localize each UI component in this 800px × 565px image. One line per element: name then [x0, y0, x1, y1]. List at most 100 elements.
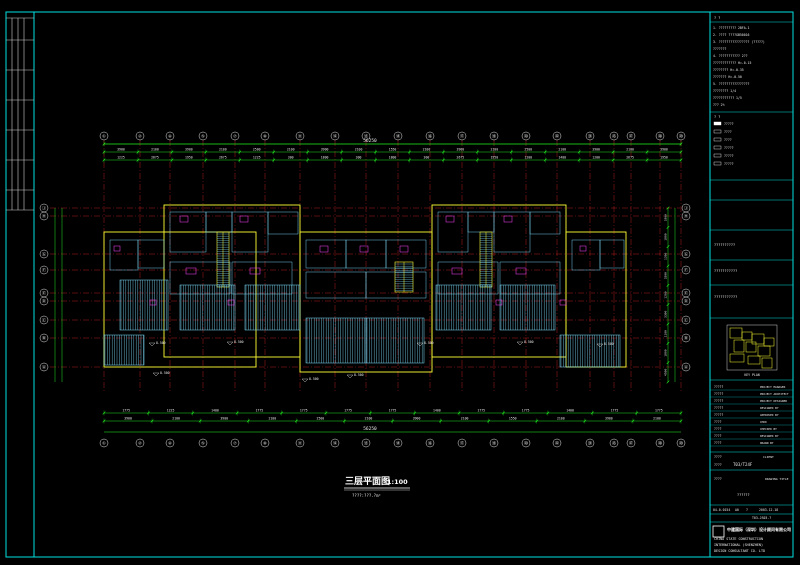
balcony-outline [103, 334, 145, 366]
axis-bubble-circle [135, 131, 145, 141]
firm-logo [712, 525, 725, 538]
axis-label-row: Ⓓ [42, 298, 47, 305]
dimension-value: 1550 [509, 417, 517, 421]
balcony-outline [365, 317, 425, 364]
axis-bubble-circle [521, 438, 531, 448]
fixture [179, 215, 189, 223]
legend-swatch [713, 121, 722, 126]
axis-bubble-circle [361, 131, 371, 141]
level-mark-value: 8.500 [234, 340, 244, 344]
axis-bubble-circle [165, 438, 175, 448]
axis-label-column: ㉙ [679, 440, 684, 447]
dimension-tick [666, 283, 670, 287]
axis-bubble-circle [585, 131, 595, 141]
legend-item: ???? [724, 138, 732, 142]
axis-bubble-circle [361, 438, 371, 448]
axis-bubble-circle [681, 362, 691, 372]
axis-bubble-circle [457, 131, 467, 141]
axis-label-row: Ⓕ [684, 267, 689, 274]
fixture [239, 215, 249, 223]
dimension-value-vertical: 1800 [664, 214, 668, 221]
dimension-value: 2500 [253, 148, 261, 152]
dimension-value: 3900 [413, 417, 421, 421]
fixture [359, 245, 369, 253]
dimension-value: 1950 [185, 156, 193, 160]
axis-bubble-circle [393, 438, 403, 448]
dimension-tick [666, 225, 670, 229]
axis-bubble-circle [676, 438, 686, 448]
fixture [227, 299, 235, 306]
dimension-value: 1950 [490, 156, 498, 160]
key-plan-label: KEY PLAN [744, 373, 759, 377]
project-number: 04-0-0154 [713, 508, 730, 512]
firm-name-en-3: DESIGN CONSULTANT CO. LTD [714, 549, 765, 553]
axis-label-column: ⑯ [428, 440, 433, 447]
dimension-value: 1400 [558, 156, 566, 160]
axis-label-column: ⑪ [298, 133, 303, 140]
axis-label-column: ⑦ [233, 441, 237, 446]
axis-label-column: ⑲ [492, 133, 497, 140]
partition [231, 261, 293, 295]
axis-label-column: ⑦ [233, 134, 237, 139]
level-mark-symbol [152, 372, 160, 377]
dimension-tick [666, 322, 670, 326]
axis-label-row: Ⓕ [42, 267, 47, 274]
axis-bubble-circle [681, 265, 691, 275]
dimension-value: 1200 [592, 156, 600, 160]
dimension-value-vertical: 1200 [664, 291, 668, 298]
partition [385, 239, 427, 269]
dimension-value: 1800 [321, 156, 329, 160]
title-row-en: PROJECT MANAGER [760, 385, 786, 389]
axis-label-column: ⑳ [524, 440, 529, 447]
legend-header: ? ? [714, 115, 720, 119]
axis-label-column: ⑲ [492, 440, 497, 447]
dimension-value: 2100 [268, 417, 276, 421]
drawing-title: 三层平面图 [345, 476, 390, 487]
sheet-border [5, 11, 794, 558]
axis-label-row: Ⓖ [42, 251, 47, 258]
axis-bubble-circle [655, 131, 665, 141]
axis-label-row: Ⓔ [684, 290, 689, 297]
key-plan-block [733, 339, 745, 353]
axis-label-column: ⑫ [333, 133, 338, 140]
wall [103, 231, 257, 368]
dimension-value: 1775 [344, 409, 352, 413]
dimension-value: 2675 [219, 156, 227, 160]
axis-bubble-circle [585, 438, 595, 448]
title-row-en: DESIGNED BY [760, 434, 779, 438]
axis-bubble-circle [626, 438, 636, 448]
legend-item: ???? [724, 130, 732, 134]
axis-label-row: Ⓑ [42, 335, 47, 342]
dimension-value: 1775 [477, 409, 485, 413]
axis-grid-lines [50, 140, 682, 392]
axis-bubble-circle [39, 211, 49, 221]
axis-label-row: Ⓒ [42, 317, 47, 324]
firm-name-en-1: CHINA STATE CONSTRUCTION [714, 537, 763, 541]
binding-strip [6, 17, 34, 211]
axis-bubble-circle [135, 438, 145, 448]
axis-label-row: Ⓓ [684, 298, 689, 305]
balcony-outline [244, 284, 301, 331]
level-mark-symbol [346, 374, 354, 379]
level-mark-symbol [516, 341, 524, 346]
dimension-tick [666, 206, 670, 210]
title-block-lower: ???? CLIENT ???? T03/T24F ???? DRAWING T… [710, 451, 793, 553]
level-mark-value: 8.500 [354, 373, 364, 377]
title-row-cn: ???? [714, 420, 722, 424]
axis-bubble-circle [609, 131, 619, 141]
note-line: 5. ???????????????? [713, 82, 750, 86]
axis-bubble-circle [198, 438, 208, 448]
date-code: T03-JS03-? [752, 516, 771, 520]
title-row-cn: ????? [714, 392, 723, 396]
axis-bubble-circle [295, 438, 305, 448]
legend-swatch [713, 153, 722, 158]
axis-bubble-circle [681, 249, 691, 259]
axis-label-column: ㉔ [588, 440, 593, 447]
level-mark-value: 8.500 [524, 340, 534, 344]
level-mark-value: 8.500 [309, 377, 319, 381]
notes-panel: ? ? 1. ????????? 2BFA-12. ???? ????GB500… [710, 16, 793, 319]
legend-swatch [713, 145, 722, 150]
axis-label-column: ⑤ [201, 441, 205, 446]
axis-label-row: Ⓖ [684, 251, 689, 258]
title-row-en: CHECKED BY [760, 427, 777, 431]
